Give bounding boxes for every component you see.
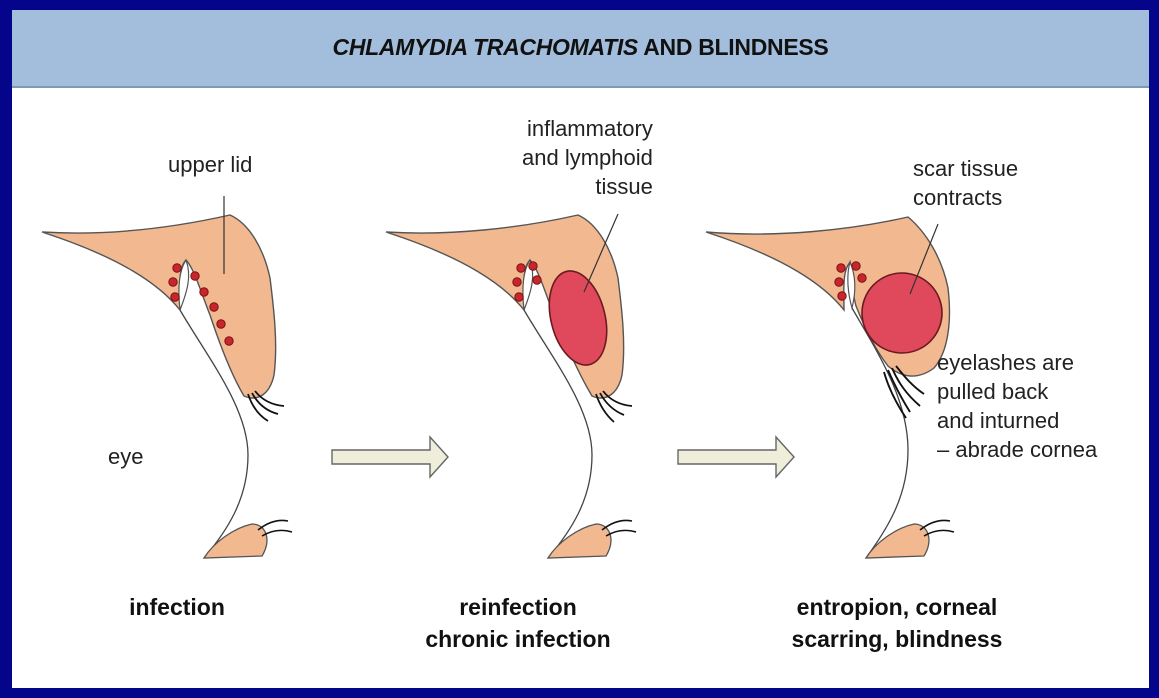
stage-caption-reinfection: reinfection chronic infection [378,592,658,655]
eyelashes-1 [248,391,284,421]
follicle-dot [533,276,541,284]
follicle-dot [191,272,199,280]
follicle-dot [171,293,179,301]
follicle-dot [529,262,537,270]
progression-arrow-1 [332,437,448,477]
inflammatory-line-2: and lymphoid [522,143,653,172]
inflammatory-label: inflammatory and lymphoid tissue [522,114,653,201]
diagram-frame: CHLAMYDIA TRACHOMATIS AND BLINDNESS [12,10,1149,688]
follicle-dot [852,262,860,270]
follicle-dot [858,274,866,282]
inflammatory-line-3: tissue [522,172,653,201]
follicle-dot [838,292,846,300]
panel-reinfection [386,214,636,558]
stage-2-line-2: chronic infection [378,624,658,656]
progression-arrow-2 [678,437,794,477]
inflammatory-line-1: inflammatory [522,114,653,143]
follicle-dot [169,278,177,286]
follicle-dot [173,264,181,272]
lower-lid-2 [548,524,611,558]
eye-label: eye [108,442,143,471]
stage-1-line-1: infection [82,592,272,624]
stage-caption-infection: infection [82,592,272,624]
follicle-dot [515,293,523,301]
eyelashes-2 [596,391,632,422]
follicle-dot [837,264,845,272]
stage-3-line-1: entropion, corneal [742,592,1052,624]
stage-caption-entropion: entropion, corneal scarring, blindness [742,592,1052,655]
follicle-dot [225,337,233,345]
lower-lid-1 [204,524,267,558]
stage-2-line-1: reinfection [378,592,658,624]
lower-lid-3 [866,524,929,558]
panel-infection [42,196,292,558]
scar-line-2: contracts [913,183,1018,212]
follicle-dot [210,303,218,311]
eyelash-line-4: – abrade cornea [937,435,1097,464]
eyelash-line-3: and inturned [937,406,1097,435]
follicle-dot [513,278,521,286]
eyelash-line-2: pulled back [937,377,1097,406]
eyelash-label: eyelashes are pulled back and inturned –… [937,348,1097,464]
upper-lid-label: upper lid [168,150,252,179]
scar-line-1: scar tissue [913,154,1018,183]
scar-tissue [862,273,942,353]
panel-entropion [706,217,954,558]
scar-tissue-label: scar tissue contracts [913,154,1018,212]
follicle-dot [517,264,525,272]
follicle-dot [200,288,208,296]
follicle-dot [835,278,843,286]
upper-lid-shape-1 [42,215,276,398]
stage-3-line-2: scarring, blindness [742,624,1052,656]
follicle-dot [217,320,225,328]
eyelash-line-1: eyelashes are [937,348,1097,377]
